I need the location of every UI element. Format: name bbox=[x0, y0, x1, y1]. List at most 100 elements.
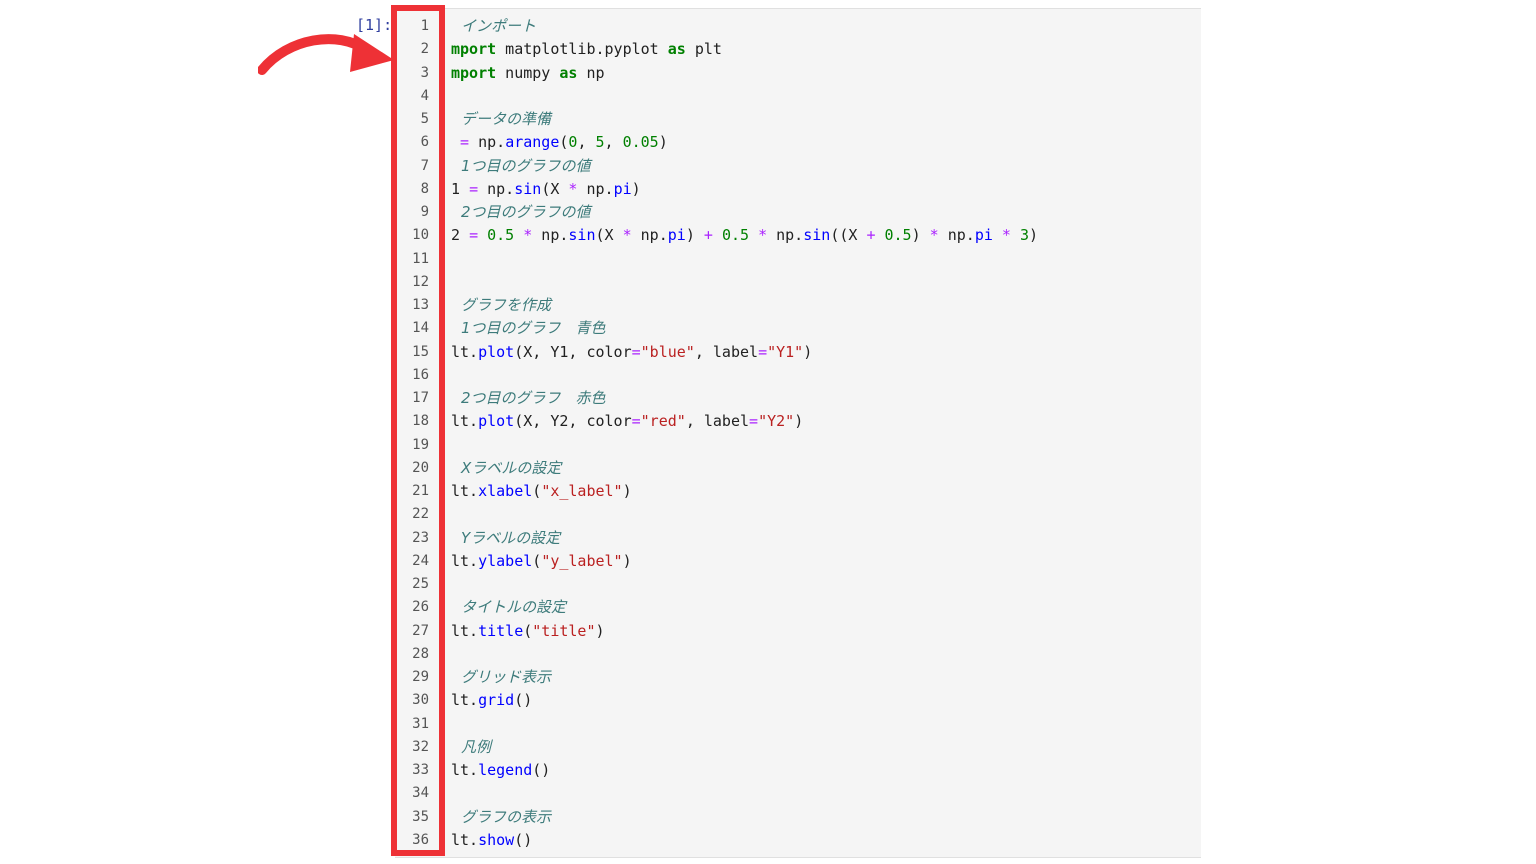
code-token-op: = bbox=[460, 133, 470, 152]
line-number: 31 bbox=[412, 715, 429, 732]
line-number: 18 bbox=[412, 413, 429, 430]
code-line[interactable]: グラフの表示 bbox=[451, 806, 551, 829]
code-line[interactable]: グリッド表示 bbox=[451, 666, 551, 689]
code-token-text: (X, Y2, color bbox=[514, 412, 632, 431]
code-line[interactable]: Xラベルの設定 bbox=[451, 457, 561, 480]
line-number: 4 bbox=[420, 87, 429, 104]
line-number: 19 bbox=[412, 436, 429, 453]
line-number: 6 bbox=[420, 134, 429, 151]
code-token-func: sin bbox=[568, 226, 596, 245]
code-line[interactable]: lt.title("title") bbox=[451, 620, 605, 643]
line-number: 9 bbox=[420, 204, 429, 220]
code-line[interactable]: lt.plot(X, Y1, color="blue", label="Y1") bbox=[451, 341, 812, 364]
code-token-text: , label bbox=[685, 412, 750, 431]
code-token-string: "x_label" bbox=[541, 482, 623, 500]
code-line[interactable]: lt.ylabel("y_label") bbox=[451, 550, 632, 573]
code-token-op: * bbox=[622, 226, 632, 245]
code-token-text: ) bbox=[803, 342, 813, 361]
code-token-func: plot bbox=[478, 412, 515, 431]
line-number: 3 bbox=[420, 64, 429, 81]
code-token-text: lt. bbox=[451, 761, 479, 779]
code-token-text: () bbox=[514, 691, 533, 710]
code-token-text bbox=[713, 226, 722, 244]
code-token-text: np. bbox=[577, 179, 614, 198]
code-line[interactable]: 凡例 bbox=[451, 736, 491, 759]
code-token-text: ) bbox=[631, 179, 641, 198]
code-token-op: = bbox=[749, 412, 759, 431]
code-token-text: (X bbox=[595, 226, 623, 245]
code-line[interactable]: 2つ目のグラフ 赤色 bbox=[451, 387, 606, 410]
line-number: 28 bbox=[412, 645, 429, 662]
code-token-text: lt. bbox=[451, 621, 479, 640]
line-number: 25 bbox=[412, 576, 429, 592]
code-token-text: plt bbox=[685, 40, 722, 59]
line-number: 35 bbox=[412, 808, 429, 825]
code-line[interactable]: lt.xlabel("x_label") bbox=[451, 480, 632, 503]
code-line[interactable]: mport numpy as np bbox=[451, 62, 605, 85]
line-number: 32 bbox=[412, 738, 429, 755]
code-token-op: = bbox=[631, 342, 641, 361]
code-token-func: pi bbox=[667, 226, 686, 245]
code-line[interactable]: mport matplotlib.pyplot as plt bbox=[451, 38, 722, 61]
code-token-text bbox=[875, 226, 884, 244]
code-line[interactable]: 2 = 0.5 * np.sin(X * np.pi) + 0.5 * np.s… bbox=[451, 224, 1038, 247]
code-line[interactable]: = np.arange(0, 5, 0.05) bbox=[451, 131, 668, 154]
code-token-op: + bbox=[703, 226, 713, 245]
code-token-text: np. bbox=[532, 226, 569, 245]
code-token-number: 0.05 bbox=[622, 133, 659, 152]
code-token-text: ) bbox=[595, 621, 605, 640]
line-number: 30 bbox=[412, 692, 429, 709]
code-token-comment: Xラベルの設定 bbox=[461, 458, 562, 477]
code-token-keyword: mport bbox=[451, 40, 497, 59]
code-line[interactable]: lt.show() bbox=[451, 829, 532, 852]
code-token-text: lt. bbox=[451, 691, 479, 710]
code-token-number: 5 bbox=[595, 133, 605, 152]
code-token-func: arange bbox=[505, 133, 560, 152]
line-number: 11 bbox=[412, 250, 429, 267]
code-token-op: = bbox=[469, 226, 479, 245]
code-token-comment: 1つ目のグラフの値 bbox=[461, 156, 591, 175]
code-token-text: () bbox=[514, 830, 533, 849]
line-number: 26 bbox=[412, 599, 429, 616]
code-line[interactable]: lt.legend() bbox=[451, 759, 550, 782]
line-number: 12 bbox=[412, 273, 429, 290]
code-token-comment: グラフを作成 bbox=[461, 296, 552, 314]
code-line[interactable]: 2つ目のグラフの値 bbox=[451, 201, 591, 224]
code-token-text: 2 bbox=[451, 226, 470, 245]
code-line[interactable]: lt.grid() bbox=[451, 689, 532, 712]
code-line[interactable]: 1 = np.sin(X * np.pi) bbox=[451, 178, 641, 201]
code-line[interactable]: 1つ目のグラフ 青色 bbox=[451, 317, 606, 340]
code-token-text: np. bbox=[478, 179, 515, 198]
line-number: 2 bbox=[420, 41, 429, 58]
line-number: 1 bbox=[420, 18, 429, 34]
code-token-text bbox=[749, 226, 758, 244]
code-line[interactable]: データの準備 bbox=[451, 108, 551, 131]
code-line[interactable]: Yラベルの設定 bbox=[451, 527, 560, 550]
cell-prompt: [1]: bbox=[356, 16, 393, 34]
code-token-string: "red" bbox=[640, 412, 686, 431]
code-token-func: pi bbox=[613, 179, 632, 198]
code-line[interactable]: インポート bbox=[451, 15, 536, 38]
code-token-number: 0.5 bbox=[487, 226, 515, 245]
code-line[interactable]: グラフを作成 bbox=[451, 294, 551, 317]
code-token-text: , bbox=[577, 133, 596, 152]
line-number: 29 bbox=[412, 669, 429, 685]
code-line[interactable]: タイトルの設定 bbox=[451, 596, 566, 619]
code-token-text: () bbox=[532, 761, 551, 779]
code-line[interactable]: 1つ目のグラフの値 bbox=[451, 155, 591, 178]
code-token-text: np. bbox=[469, 133, 506, 152]
code-line[interactable]: lt.plot(X, Y2, color="red", label="Y2") bbox=[451, 410, 803, 433]
code-token-op: * bbox=[568, 179, 578, 198]
line-number: 8 bbox=[420, 180, 429, 197]
line-number: 15 bbox=[412, 343, 429, 360]
code-token-func: title bbox=[478, 621, 524, 640]
code-token-comment: Yラベルの設定 bbox=[461, 528, 561, 547]
code-token-op: * bbox=[1001, 226, 1011, 245]
code-token-text: numpy bbox=[496, 63, 560, 82]
line-number: 20 bbox=[412, 459, 429, 476]
line-number: 21 bbox=[412, 483, 429, 499]
code-token-text: ( bbox=[532, 551, 542, 570]
code-token-func: xlabel bbox=[478, 482, 533, 500]
code-token-text: ) bbox=[658, 133, 668, 152]
